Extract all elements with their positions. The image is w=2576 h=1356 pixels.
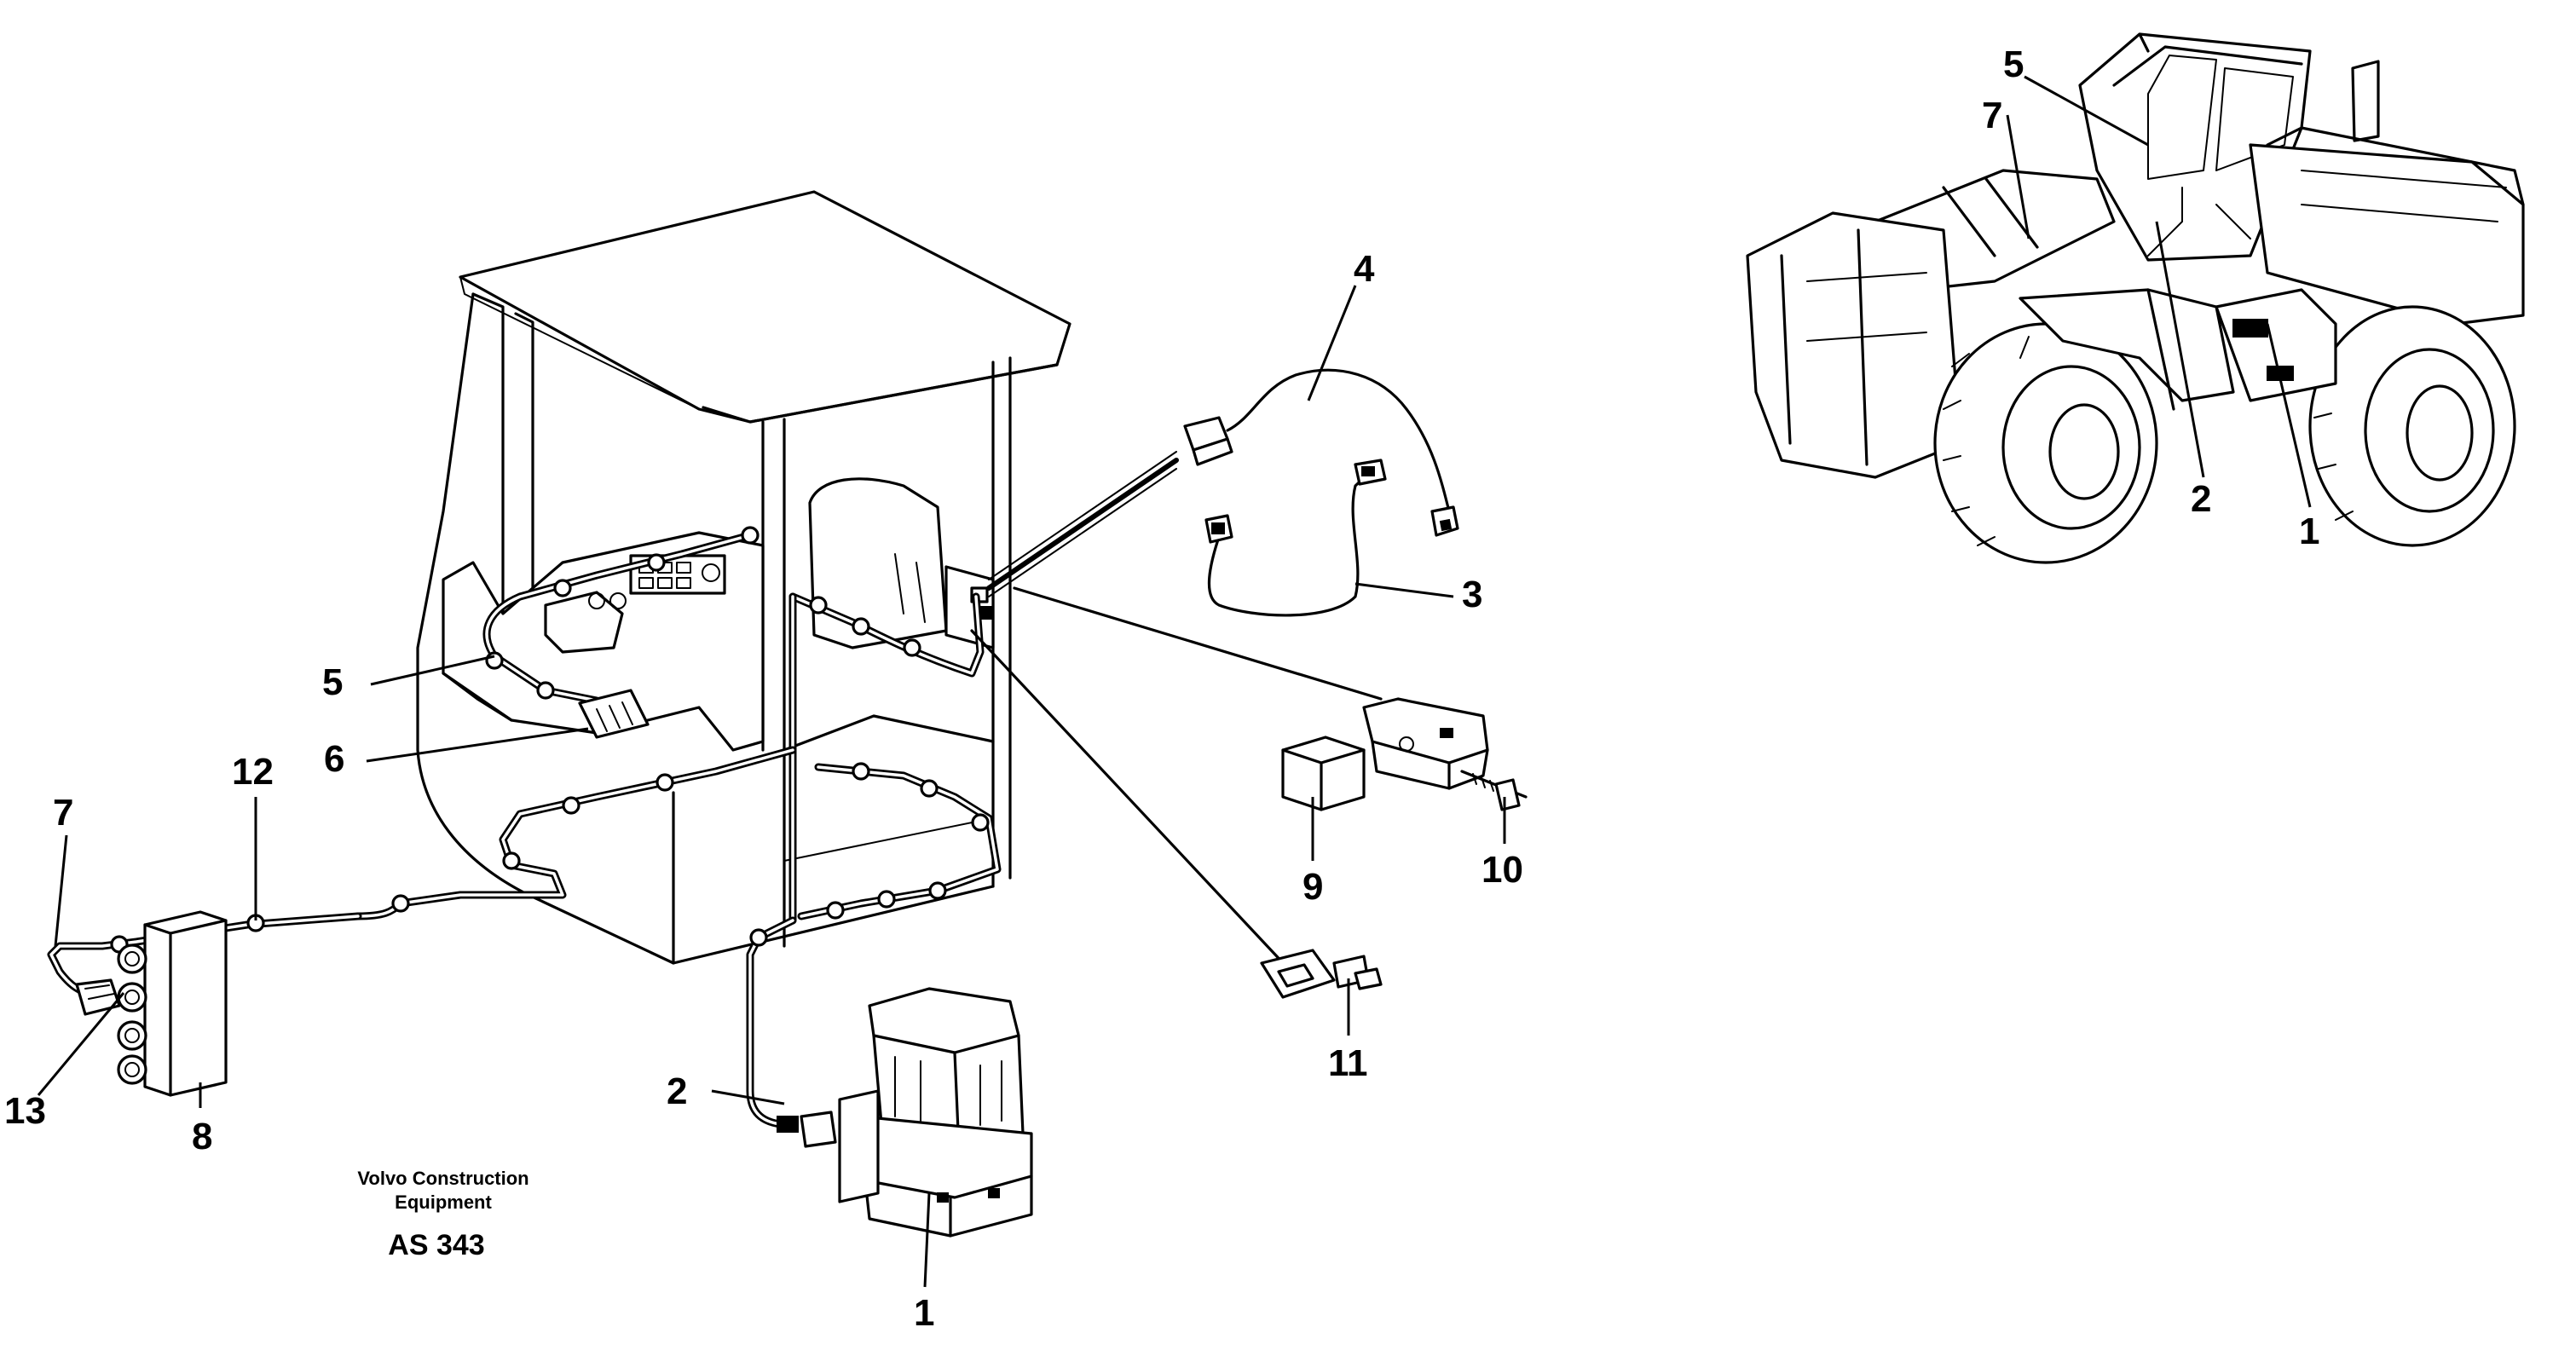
caption-line-2: Equipment [395,1192,492,1213]
callout-3: 3 [1462,574,1482,615]
wheel-loader-inset [1746,32,2525,564]
switch-6 [578,689,650,739]
bracket-10 [1362,697,1528,811]
harness-clips [110,526,990,954]
leader-lines [37,75,2312,1288]
document-id: AS 343 [388,1229,484,1261]
inset-callout-5: 5 [2003,43,2024,85]
cab-wiring-harness [47,526,1002,1129]
callout-9: 9 [1302,866,1323,908]
inset-callout-1: 1 [2299,511,2319,552]
caption-line-1: Volvo Construction [357,1168,528,1189]
cable-4 [1183,368,1459,537]
relay-1 [777,987,1033,1238]
inset-callout-2: 2 [2191,478,2211,520]
callout-labels: 4 3 5 6 12 7 8 13 2 1 9 10 11 5 7 2 1 [4,43,2319,1334]
callout-7: 7 [53,792,73,834]
callout-10: 10 [1481,849,1523,891]
callout-12: 12 [232,751,274,793]
cable-3 [1204,459,1387,617]
callout-6: 6 [324,738,344,780]
callout-8: 8 [192,1116,212,1157]
callout-13: 13 [4,1090,46,1132]
callout-11: 11 [1328,1042,1368,1084]
caption-block: Volvo Construction Equipment AS 343 [357,1168,528,1261]
explode-rays [970,451,1383,969]
fuse-holder-11 [1260,949,1383,999]
cab-illustration [416,190,1071,965]
inset-callout-7: 7 [1982,95,2002,136]
callout-5: 5 [322,661,343,703]
callout-4: 4 [1354,248,1375,290]
callout-1: 1 [914,1292,934,1334]
relay-9 [1281,736,1366,811]
callout-2: 2 [667,1070,687,1112]
relay-box-8 [75,910,228,1097]
